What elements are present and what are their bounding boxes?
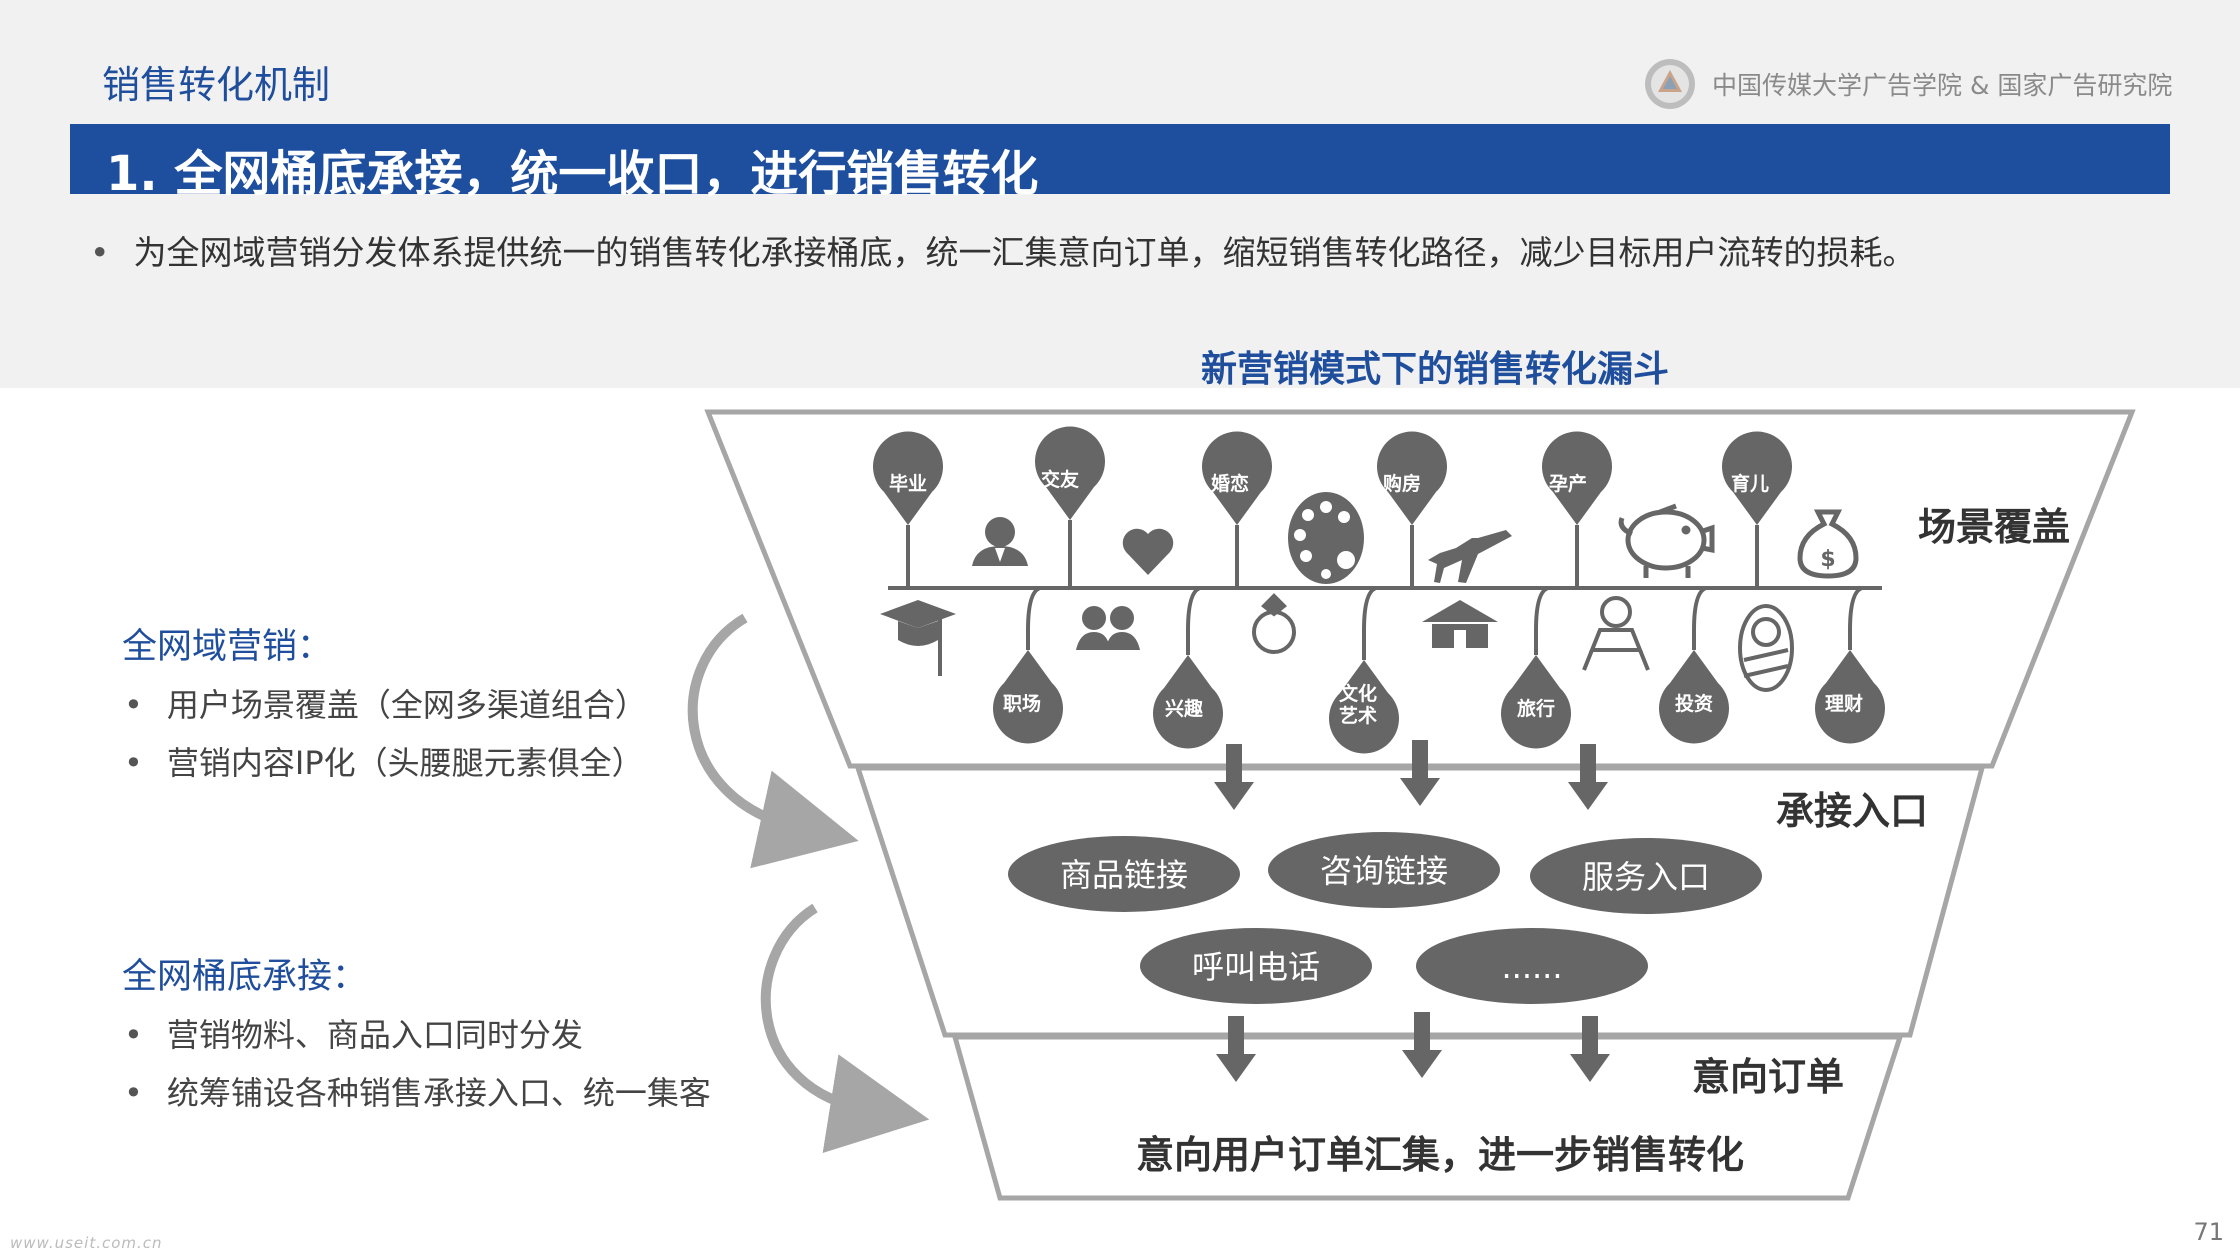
bullet-item: • 统筹铺设各种销售承接入口、统一集客: [124, 1068, 711, 1114]
curved-arrow: [760, 903, 930, 1154]
bottom-pin-label: 文化艺术: [1339, 682, 1377, 727]
bullet-text: 营销物料、商品入口同时分发: [166, 1016, 583, 1054]
bottom-pin-label-line1: 文化: [1339, 682, 1377, 705]
top-pin-label: 毕业: [889, 473, 927, 495]
bullet-text: 统筹铺设各种销售承接入口、统一集客: [166, 1074, 711, 1112]
watermark: www.useit.com.cn: [10, 1234, 163, 1252]
top-pin-label: 购房: [1383, 472, 1421, 495]
down-arrow: [1214, 744, 1254, 810]
group-icon: [1076, 606, 1140, 650]
top-pin: 毕业: [873, 431, 943, 588]
group-heading-marketing: 全网域营销：: [122, 627, 333, 667]
title-bar: 1. 全网桶底承接，统一收口，进行销售转化: [70, 124, 2170, 202]
bottom-pin: 文化艺术: [1329, 586, 1400, 754]
bottom-pin: 投资: [1659, 586, 1730, 744]
group-heading-bottom: 全网桶底承接：: [122, 957, 368, 997]
org-name: 中国传媒大学广告学院 & 国家广告研究院: [1712, 71, 2173, 100]
tier-label-middle: 承接入口: [1776, 789, 1928, 833]
curved-arrow: [687, 613, 859, 869]
down-arrow: [1568, 744, 1608, 810]
entry-item: 商品链接: [1008, 836, 1240, 912]
entry-label: 咨询链接: [1320, 852, 1448, 890]
down-arrow: [1216, 1016, 1256, 1082]
org-logo-icon: [1645, 59, 1695, 109]
page-number: 71: [2193, 1218, 2224, 1246]
top-band: [0, 0, 2240, 388]
bullet-dot: •: [90, 233, 110, 272]
top-pin: 育儿: [1721, 431, 1793, 588]
money-bag-icon: $: [1797, 509, 1859, 579]
palette-icon: [1288, 492, 1364, 584]
bullet-dot: •: [124, 1016, 143, 1054]
ring-icon: [1252, 593, 1296, 654]
top-pin: 购房: [1377, 431, 1447, 588]
heart-icon: [1122, 528, 1174, 575]
top-pin-label: 婚恋: [1211, 472, 1249, 495]
tier-label-bottom: 意向订单: [1692, 1055, 1844, 1099]
intro-text: 为全网域营销分发体系提供统一的销售转化承接桶底，统一汇集意向订单，缩短销售转化路…: [133, 233, 1916, 272]
top-pin-label: 交友: [1041, 468, 1079, 491]
user-icon: [972, 517, 1028, 566]
intro-bullet: • 为全网域营销分发体系提供统一的销售转化承接桶底，统一汇集意向订单，缩短销售转化…: [90, 226, 1915, 274]
bottom-pin-label: 兴趣: [1165, 697, 1204, 720]
bullet-text: 营销内容IP化（头腰腿元素俱全）: [166, 744, 644, 782]
bullet-text: 用户场景覆盖（全网多渠道组合）: [166, 686, 647, 724]
bottom-pin-label: 投资: [1675, 692, 1713, 715]
top-pin: 孕产: [1541, 431, 1613, 588]
entry-item: 服务入口: [1530, 838, 1762, 914]
bottom-pin: 旅行: [1501, 586, 1572, 749]
baby-icon: [1582, 596, 1650, 671]
top-pin-label: 育儿: [1731, 472, 1769, 495]
bullet-item: • 营销物料、商品入口同时分发: [124, 1010, 583, 1056]
down-arrow: [1570, 1016, 1610, 1082]
top-pin: 交友: [1035, 426, 1105, 588]
tier-label-top: 场景覆盖: [1918, 505, 2070, 549]
entry-label: ......: [1501, 948, 1562, 986]
org-branding: 中国传媒大学广告学院 & 国家广告研究院: [1644, 58, 2172, 110]
top-pin-label: 孕产: [1549, 472, 1587, 495]
svg-text:$: $: [1820, 547, 1835, 572]
bullet-dot: •: [124, 1074, 143, 1112]
bullet-item: • 营销内容IP化（头腰腿元素俱全）: [124, 738, 644, 784]
section-label: 销售转化机制: [102, 63, 331, 107]
entry-label: 商品链接: [1060, 856, 1188, 894]
newborn-icon: [1738, 604, 1794, 692]
airplane-icon: [1428, 530, 1512, 583]
bottom-pin: 兴趣: [1153, 586, 1223, 749]
top-pin: 婚恋: [1202, 431, 1272, 588]
entry-label: 呼叫电话: [1192, 948, 1320, 986]
bullet-dot: •: [124, 686, 143, 724]
funnel-result: 意向用户订单汇集，进一步销售转化: [1136, 1133, 1744, 1177]
bottom-pin-label: 理财: [1825, 692, 1863, 715]
bullet-dot: •: [124, 744, 143, 782]
bottom-pin-label: 旅行: [1517, 697, 1555, 720]
piggy-bank-icon: [1618, 503, 1715, 578]
graduation-cap-icon: [880, 600, 956, 676]
bottom-pin: 职场: [993, 586, 1063, 744]
house-icon: [1422, 600, 1498, 648]
down-arrow: [1400, 740, 1440, 806]
entry-item: 咨询链接: [1268, 832, 1500, 908]
down-arrow: [1402, 1012, 1442, 1078]
funnel-title: 新营销模式下的销售转化漏斗: [1200, 349, 1669, 390]
entry-item: 呼叫电话: [1140, 928, 1372, 1004]
bottom-pin: 理财: [1815, 586, 1886, 744]
bottom-pin-label: 职场: [1003, 693, 1041, 715]
bottom-pin-label-line2: 艺术: [1339, 705, 1377, 727]
page-title: 1. 全网桶底承接，统一收口，进行销售转化: [106, 146, 1039, 202]
entry-item: ......: [1416, 928, 1648, 1004]
entry-label: 服务入口: [1582, 858, 1710, 896]
bullet-item: • 用户场景覆盖（全网多渠道组合）: [124, 680, 647, 726]
